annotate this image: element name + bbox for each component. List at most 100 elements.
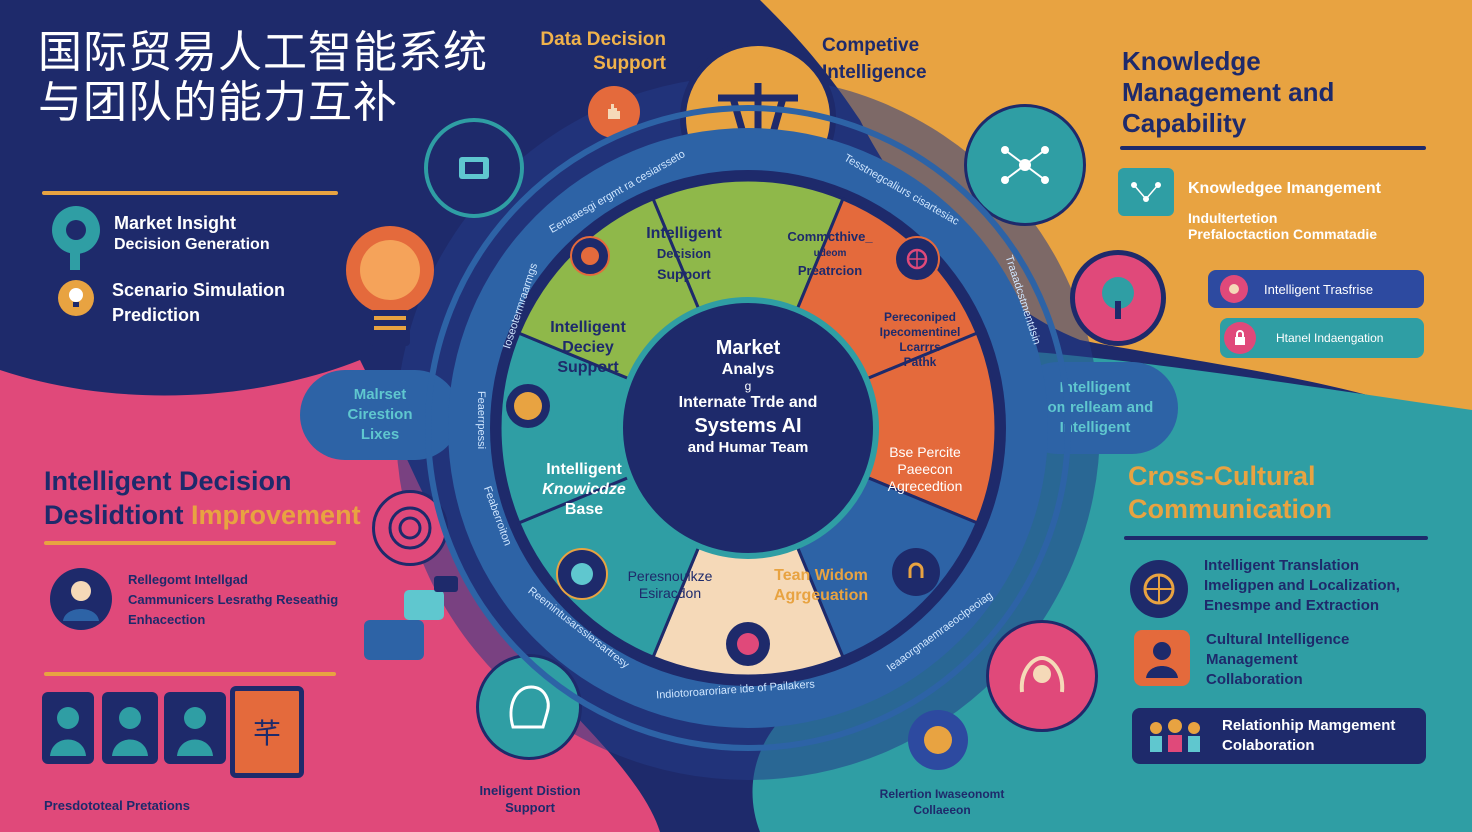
horseshoe-segment-icon [892,548,940,596]
data-decision-label: Data Decision Support [522,28,666,76]
segment-label-intelligent-decision-support-top: Intelligent Decision Support [624,224,744,284]
seg0-line-2: Decision [656,246,712,261]
bottom-center-line-2: Support [505,800,555,815]
center-line-6: and Humar Team [687,439,809,456]
market-bubble-line-2: Cirestion [347,406,413,423]
competitive-line-1: Competive [822,35,920,56]
avatar-person-3-icon [164,692,226,764]
km-title-line-1: Knowledge [1122,46,1261,76]
person-line-3: Enhacection [128,612,206,627]
intelligent-decision-title-word: Deslidtiont [44,500,184,530]
globe-segment-icon [894,236,940,282]
right-bubble-line-1: Intelligent [1059,379,1131,396]
segment-label-personalize-extraction: Peresnoulkze Esiracdon [610,568,730,602]
intelligent-decision-title-line-1: Intelligent Decision [44,466,292,496]
robot-arm-icon [354,570,474,680]
segment-label-competitive-prediction: Commcthive_ udeom Preatrcion [770,228,890,279]
knowledge-management-title: Knowledge Management and Capability [1122,46,1334,139]
right-bubble-line-3: Intelligent [1059,419,1131,436]
lightbulb-icon [58,280,94,316]
km-subtitle: Knowledgee Imangement [1188,180,1381,197]
improvement-word: Improvement [191,500,361,530]
team-icon [1142,714,1208,759]
person-icon [1134,630,1190,686]
seg1-line-1: Commcthive_ [787,229,873,244]
seg3-line-3: Agrecedtion [887,478,963,494]
km-title-line-2: Management and [1122,77,1335,107]
wheel-outer-border [425,105,1071,751]
scenario-simulation-item: Scenario Simulation Prediction [112,278,285,328]
right-bottom-divider [1124,536,1428,540]
data-decision-line-2: Support [593,53,666,74]
left-mid-divider [44,541,336,545]
market-bubble-line-1: Malrset [353,386,407,403]
right-footer-label: Relertion Iwaseonomt Collaeeon [872,786,1012,818]
flower-segment-icon [726,622,770,666]
htanel-button[interactable]: Htanel Indaengation [1220,318,1424,358]
relationship-management-button[interactable]: Relationhip Mamgement Colaboration [1132,708,1426,764]
seg2-line-1: Pereconiped [883,310,957,324]
person-avatar-icon [50,568,112,630]
seg5-line-1: Peresnoulkze [627,568,713,584]
cross-cultural-line-1: Cross-Cultural [1128,461,1316,491]
competitive-intelligence-label: Competive Intelligence [822,32,927,86]
brain-head-icon [476,654,582,760]
relationship-line-1: Relationhip Mamgement [1222,717,1396,734]
data-decision-line-1: Data Decision [540,29,666,50]
cultural-line-3: Collaboration [1206,671,1303,688]
flower-icon [1220,275,1248,303]
seg5-line-2: Esiracdon [638,585,702,601]
segment-label-team-wisdom-aggregation: Tean Widom Agrgeuation [756,566,886,606]
seg6-line-3: Base [564,501,604,518]
page-title-line-1: 国际贸易人工智能系统 [38,27,488,78]
page-title-line-2: 与团队的能力互补 [38,77,398,128]
ring-label-left: Feaerrpessi [475,390,488,450]
left-bottom-divider [44,672,336,676]
km-title-line-3: Capability [1122,108,1247,138]
right-footer-line-1: Relertion Iwaseonomt [879,787,1005,801]
seg7-line-1: Intelligent [550,319,626,336]
seg1-line-2: udeom [813,248,847,259]
globe-compass-icon [1130,560,1188,618]
seg4-line-2: Agrgeuation [773,587,869,604]
relationship-line-2: Colaboration [1222,737,1315,754]
network-icon [964,104,1086,226]
seg7-line-3: Support [557,359,619,376]
cross-cultural-line-2: Communication [1128,494,1333,524]
tree-icon [1070,250,1166,346]
wheel-center-circle [617,297,879,559]
translation-line-2: Imeligpen and Localization, [1204,577,1400,594]
gear-segment-icon [570,236,610,276]
avatar-person-2-icon [102,692,158,764]
seg0-line-1: Intelligent [646,225,722,242]
person-line-1: Rellegomt Intellgad [128,572,248,587]
seg3-line-2: Paeecon [897,461,953,477]
gear-head-icon [48,202,104,272]
center-line-2: Analys [721,361,775,378]
translation-line-1: Intelligent Translation [1204,557,1360,574]
center-line-1: Market [715,337,781,359]
knowledge-chart-icon [1118,168,1174,216]
avatar-person-1-icon [42,692,94,764]
seg2-line-3: Lcarrrs [899,340,941,354]
km-desc-line-2: Prefaloctaction Commatadie [1188,226,1378,242]
center-line-5: Systems AI [694,415,802,437]
cultural-line-1: Cultural Intelligence [1206,631,1350,648]
chip-icon [424,118,524,218]
market-insight-line-2: Decision Generation [114,236,270,253]
intelligent-transfer-button[interactable]: Intelligent Trasfrise [1208,270,1424,308]
km-desc-line-1: Indultertetion [1188,210,1278,226]
center-line-3: g [744,379,752,393]
translation-line-3: Enesmpe and Extraction [1204,597,1380,614]
relationship-label: Relationhip Mamgement Colaboration [1222,716,1395,756]
segment-label-base-practice-aggregation: Bse Percite Paeecon Agrecedtion [866,444,984,495]
big-lightbulb-icon [340,222,440,352]
cross-cultural-title: Cross-Cultural Communication [1128,460,1332,526]
seg7-line-2: Deciey [562,339,614,356]
center-line-4: Internate Trde and [678,394,818,411]
market-insight-item: Market Insight Decision Generation [114,212,270,256]
lock-icon [1224,322,1256,354]
avatar-character-glyph: 芊 [252,717,281,750]
km-description: Indultertetion Prefaloctaction Commatadi… [1188,210,1377,242]
intelligent-transfer-label: Intelligent Trasfrise [1264,281,1374,297]
